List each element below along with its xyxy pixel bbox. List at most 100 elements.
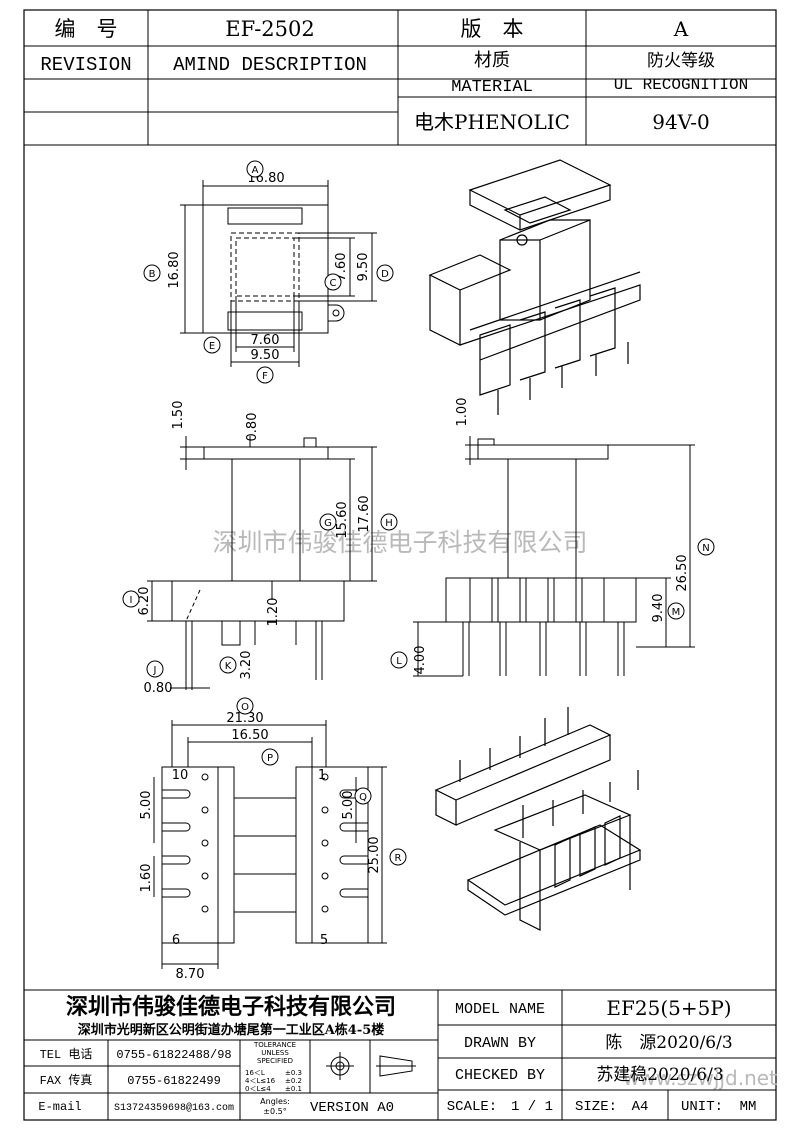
- fire-label-cn: 防火等级: [647, 51, 715, 71]
- tolerance-value-2: ±0.2: [285, 1077, 302, 1085]
- dim-top-f: 9.50: [251, 348, 280, 363]
- dim-bottom-r: 25.00: [367, 836, 382, 873]
- material-label-cn: 材质: [474, 50, 510, 71]
- bubble-k: K: [219, 656, 237, 674]
- svg-text:N: N: [702, 543, 709, 554]
- company-name: 深圳市伟骏佳德电子科技有限公司: [66, 994, 396, 1020]
- dim-top-b: 16.80: [167, 251, 182, 288]
- tolerance-range-2: 4＜L≤16: [245, 1077, 276, 1085]
- fax-label: FAX 传真: [40, 1072, 93, 1088]
- company-address: 深圳市光明新区公明街道办塘尾第一工业区A栋4-5楼: [78, 1022, 385, 1038]
- tolerance-sub2: SPECIFIED: [257, 1057, 293, 1065]
- footer-table: [24, 989, 776, 1120]
- bubble-l: L: [390, 651, 408, 669]
- tolerance-sub1: UNLESS: [261, 1049, 289, 1057]
- tel-value: 0755-61822488/98: [116, 1048, 231, 1062]
- bubble-r: R: [389, 848, 407, 866]
- bubble-c: C: [324, 273, 342, 291]
- fax-value: 0755-61822499: [127, 1074, 221, 1088]
- svg-text:L: L: [396, 656, 402, 667]
- svg-text:C: C: [330, 278, 337, 289]
- dim-bottom-left-pitch: 5.00: [139, 791, 154, 820]
- unit-value: MM: [740, 1099, 757, 1115]
- side-view: [147, 436, 377, 690]
- dim-bottom-o: 21.30: [226, 711, 263, 726]
- tolerance-title: TOLERANCE: [253, 1041, 296, 1049]
- watermark-text: 深圳市伟骏佳德电子科技有限公司: [212, 528, 587, 557]
- svg-text:K: K: [225, 661, 232, 672]
- bottom-pin-slots: [162, 789, 368, 898]
- bubble-n: N: [697, 538, 715, 556]
- model-label: MODEL NAME: [455, 1001, 545, 1018]
- projection-symbol-icon: [326, 1052, 416, 1080]
- revision-label: REVISION: [40, 54, 131, 76]
- pin-label-6: 6: [172, 933, 180, 948]
- watermark-url: www.szwjjd.net: [623, 1066, 777, 1090]
- dim-side-g: 15.60: [335, 501, 350, 538]
- bubble-j: J: [146, 660, 164, 678]
- tolerance-value-1: ±0.3: [285, 1069, 302, 1077]
- bubble-q: Q: [354, 787, 372, 805]
- email-label: E-mail: [38, 1100, 81, 1114]
- bottom-view: [153, 720, 387, 969]
- pin-label-1: 1: [318, 768, 326, 783]
- number-value: EF-2502: [225, 17, 315, 41]
- iso-view-bottom: [434, 707, 642, 931]
- material-value: 电木PHENOLIC: [414, 110, 570, 134]
- dim-side-flange: 1.50: [171, 401, 186, 430]
- tel-label: TEL 电话: [40, 1047, 93, 1062]
- bubble-a: A: [246, 160, 264, 178]
- sheet-frame: [23, 9, 777, 1121]
- unit-label: UNIT:: [681, 1099, 723, 1115]
- bubble-p: P: [261, 748, 279, 766]
- bubble-f: F: [256, 366, 274, 384]
- size-value: A4: [632, 1099, 649, 1115]
- tolerance-range-3: 0＜L≤4: [245, 1085, 271, 1093]
- bubble-e: E: [203, 336, 221, 354]
- dimension-bubbles: A B C D E F G H I J K L M N O P Q R: [122, 160, 715, 866]
- top-view: [180, 180, 377, 367]
- dim-top-e: 7.60: [251, 333, 280, 348]
- svg-text:Q: Q: [359, 792, 367, 803]
- front-view: [413, 436, 695, 677]
- version-value: A: [673, 17, 689, 41]
- angles-value: ±0.5°: [263, 1107, 286, 1116]
- dim-side-j: 0.80: [144, 681, 173, 696]
- svg-text:D: D: [381, 269, 389, 280]
- svg-text:A: A: [252, 165, 259, 176]
- fire-value: 94V-0: [652, 110, 710, 134]
- bubble-m: M: [667, 602, 685, 620]
- dim-bottom-width: 8.70: [176, 967, 205, 982]
- dim-front-n: 26.50: [675, 554, 690, 591]
- svg-text:E: E: [209, 341, 215, 352]
- dim-side-h: 17.60: [357, 495, 372, 532]
- tolerance-range-1: 16＜L: [245, 1069, 265, 1077]
- fire-label-en: UL RECOGNITION: [614, 76, 748, 94]
- svg-text:P: P: [267, 753, 273, 764]
- size-label: SIZE:: [575, 1099, 617, 1115]
- dim-side-gtop: 0.80: [245, 413, 260, 442]
- svg-text:M: M: [672, 607, 681, 618]
- material-label-en: MATERIAL: [451, 78, 533, 97]
- dim-bottom-pitch: 1.60: [139, 864, 154, 893]
- version-label: 版 本: [461, 17, 524, 41]
- dim-side-slot: 1.20: [266, 598, 281, 627]
- svg-text:H: H: [385, 518, 393, 529]
- dim-top-d: 9.50: [356, 253, 371, 282]
- svg-text:B: B: [149, 269, 156, 280]
- model-value: EF25(5+5P): [606, 996, 731, 1020]
- pin-label-5: 5: [320, 933, 328, 948]
- drawn-label: DRAWN BY: [464, 1035, 536, 1052]
- bubble-h: H: [380, 513, 398, 531]
- dim-top-c: 7.60: [334, 253, 349, 282]
- header-table: [24, 10, 776, 146]
- number-label: 编 号: [55, 17, 118, 41]
- angles-label: Angles:: [260, 1097, 290, 1106]
- svg-text:I: I: [130, 595, 133, 606]
- tolerance-value-3: ±0.1: [285, 1085, 302, 1093]
- checked-label: CHECKED BY: [455, 1067, 545, 1084]
- scale-value: 1 / 1: [511, 1099, 553, 1115]
- dim-front-top: 1.00: [455, 398, 470, 427]
- dim-front-m: 9.40: [651, 594, 666, 623]
